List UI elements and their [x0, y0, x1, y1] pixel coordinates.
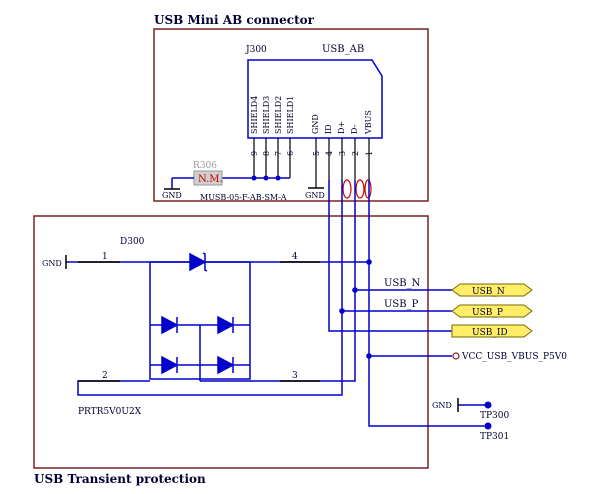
pin-name-shield2: SHIELD2	[274, 96, 283, 134]
gnd-top-mid-label: GND	[305, 191, 325, 200]
pin-name-dplus: D+	[337, 121, 346, 134]
pin-name-shield3: SHIELD3	[262, 96, 271, 134]
pin-num-8: 8	[262, 151, 271, 156]
pin-num-7: 7	[274, 151, 283, 156]
connector-name: USB_AB	[322, 44, 364, 55]
vcc-port-label: VCC_USB_VBUS_P5V0	[461, 352, 567, 362]
tp301-dot	[484, 422, 492, 430]
pin-num-6: 6	[286, 151, 295, 156]
flag-usb-id-text: USB_ID	[472, 328, 508, 338]
net-usb-n-label: USB_N	[384, 278, 421, 289]
connector-frame-title: USB Mini AB connector	[154, 13, 315, 27]
tvs-ref: D300	[120, 237, 145, 247]
tvs-pin1: 1	[102, 252, 108, 262]
flag-usb-id: USB_ID	[451, 324, 533, 338]
flag-usb-n-text: USB_N	[472, 287, 505, 297]
tvs-pin2: 2	[102, 371, 108, 381]
flag-usb-n: USB_N	[451, 283, 533, 297]
flag-usb-p: USB_P	[451, 304, 533, 318]
pin-num-5: 5	[312, 151, 321, 156]
tp300-label: TP300	[480, 411, 510, 421]
tvs-pin4: 4	[292, 252, 298, 262]
pin-name-id: ID	[324, 124, 333, 134]
protection-frame-title: USB Transient protection	[34, 472, 206, 486]
tvs-pin-stubs	[78, 261, 320, 382]
flag-usb-p-text: USB_P	[472, 308, 503, 318]
net-usb-p-label: USB_P	[384, 299, 419, 310]
pin-num-1: 1	[365, 151, 374, 156]
connector-ref: J300	[245, 45, 267, 55]
tp301-label: TP301	[480, 432, 509, 442]
pin-name-dminus: D-	[350, 124, 359, 134]
pin-name-gnd: GND	[311, 114, 320, 134]
connector-body	[247, 59, 383, 139]
pin-num-9: 9	[250, 151, 259, 156]
resistor-ref: R306	[193, 161, 217, 171]
connector-part: MUSB-05-F-AB-SM-A	[200, 193, 287, 202]
tp300-dot	[484, 401, 492, 409]
tvs-pin3: 3	[292, 371, 298, 381]
protection-frame	[33, 215, 429, 469]
net-junctions	[339, 259, 372, 359]
red-loop-markers	[342, 179, 372, 199]
pin-num-3: 3	[338, 151, 347, 156]
connector-frame	[153, 28, 429, 202]
gnd-left-label: GND	[42, 259, 62, 268]
resistor-value: N.M.	[198, 174, 223, 185]
net-wires	[77, 180, 488, 427]
gnd-top-left-label: GND	[162, 191, 182, 200]
connector-pin-names: SHIELD4 SHIELD3 SHIELD2 SHIELD1 GND ID D…	[250, 96, 373, 135]
pin-num-4: 4	[325, 151, 334, 156]
pin-num-2: 2	[351, 151, 360, 156]
tvs-part: PRTR5V0U2X	[78, 407, 142, 417]
connector-pin-stubs	[253, 138, 370, 188]
shield-junctions	[251, 175, 281, 181]
pin-name-shield1: SHIELD1	[286, 96, 295, 134]
vcc-port-circle	[452, 352, 460, 360]
tvs-diodes	[161, 252, 235, 375]
pin-name-shield4: SHIELD4	[250, 96, 259, 134]
pin-name-vbus: VBUS	[364, 110, 373, 135]
gnd-right-label: GND	[432, 401, 452, 410]
connector-pin-numbers: 9 8 7 6 5 4 3 2 1	[250, 151, 374, 156]
